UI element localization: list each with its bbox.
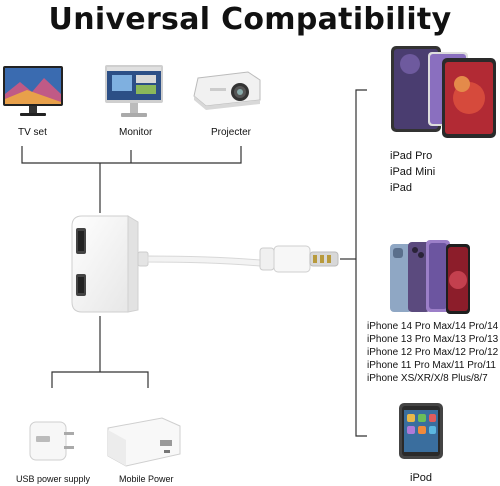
usb-power-supply-label: USB power supply <box>16 474 91 484</box>
tv-icon <box>3 66 63 116</box>
iphone-icon <box>390 240 470 314</box>
ipod-label: iPod <box>410 472 433 484</box>
ipod-icon <box>399 403 443 459</box>
power-bank-icon <box>107 417 181 467</box>
projector-image <box>192 66 262 117</box>
monitor-image <box>104 64 164 125</box>
iphone-model: iPhone XS/XR/X/8 Plus/8/7 <box>367 373 488 384</box>
ipad-image <box>390 44 498 145</box>
mobile-power-label: Mobile Power <box>119 474 174 484</box>
monitor-icon <box>105 65 163 117</box>
projector-icon <box>193 71 261 110</box>
ipad-list: iPad Pro iPad Mini iPad <box>390 148 435 196</box>
mobile-power-image <box>104 410 184 477</box>
ipad-model: iPad <box>390 182 413 194</box>
iphone-model: iPhone 14 Pro Max/14 Pro/14 <box>367 321 499 332</box>
adapter-icon <box>71 215 339 313</box>
monitor-label: Monitor <box>119 127 153 138</box>
tv-set-image <box>2 64 64 125</box>
iphone-image <box>390 240 482 321</box>
projector-label: Projecter <box>211 127 252 138</box>
usb-charger-icon <box>29 421 74 461</box>
page-title: Universal Compatibility <box>48 2 452 37</box>
tv-set-label: TV set <box>18 127 47 138</box>
iphone-model: iPhone 13 Pro Max/13 Pro/13 <box>367 334 499 345</box>
ipod-image <box>398 402 444 465</box>
iphone-model: iPhone 11 Pro Max/11 Pro/11 <box>367 360 496 371</box>
usb-power-supply-image <box>26 416 76 471</box>
ipad-model: iPad Pro <box>390 150 433 162</box>
adapter-image <box>70 212 360 323</box>
iphone-model: iPhone 12 Pro Max/12 Pro/12 <box>367 347 499 358</box>
ipad-model: iPad Mini <box>390 166 436 178</box>
ipad-icon <box>391 46 496 138</box>
iphone-list: iPhone 14 Pro Max/14 Pro/14 iPhone 13 Pr… <box>367 320 498 385</box>
